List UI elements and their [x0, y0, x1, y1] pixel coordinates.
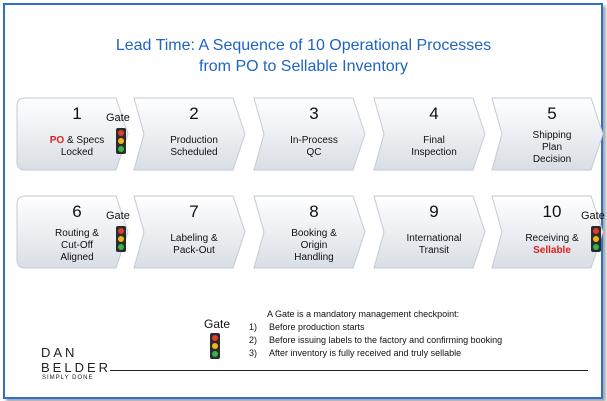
legend-item-2: 2) Before issuing labels to the factory a… — [249, 335, 502, 345]
step-number: 10 — [542, 202, 562, 221]
legend-item-text: Before production starts — [269, 322, 365, 332]
step-number: 8 — [309, 202, 319, 221]
process-step-shape — [133, 97, 246, 171]
legend-item-text: Before issuing labels to the factory and… — [269, 335, 503, 345]
step-number: 1 — [72, 104, 82, 123]
traffic-light-icon — [210, 333, 220, 359]
process-step-shape — [491, 195, 604, 269]
process-step-shape — [16, 195, 129, 269]
process-step-shape — [253, 97, 366, 171]
logo-name-last: BELDER — [41, 360, 112, 375]
legend-gate-label: Gate — [204, 317, 231, 331]
diagram-title-line2: from PO to Sellable Inventory — [199, 58, 408, 75]
legend-item-number: 3) — [249, 348, 258, 358]
highlighted-label: Sellable — [533, 245, 571, 256]
step-number: 6 — [72, 202, 82, 221]
legend-item-text: After inventory is fully received and tr… — [269, 348, 462, 358]
step-label: Receiving &Sellable — [525, 233, 579, 256]
traffic-light-icon — [116, 226, 126, 252]
traffic-light-icon — [591, 226, 601, 252]
step-number: 4 — [429, 104, 439, 123]
gate-label: Gate — [106, 112, 130, 124]
process-step-shape — [16, 97, 129, 171]
legend-item-1: 1) Before production starts — [249, 322, 365, 332]
step-number: 9 — [429, 202, 439, 221]
logo-tagline: SIMPLY DONE — [42, 375, 94, 381]
step-number: 3 — [309, 104, 319, 123]
logo-name-first: DAN — [41, 345, 78, 360]
footer-divider — [110, 370, 588, 371]
legend-item-3: 3) After inventory is fully received and … — [249, 348, 461, 358]
legend-item-number: 1) — [249, 322, 258, 332]
process-step-shape — [373, 195, 486, 269]
step-number: 2 — [189, 104, 199, 123]
process-step-shape — [253, 195, 366, 269]
highlighted-label: PO — [49, 135, 65, 146]
step-number: 7 — [189, 202, 199, 221]
diagram-title-line1: Lead Time: A Sequence of 10 Operational … — [115, 37, 492, 54]
legend-item-number: 2) — [249, 335, 258, 345]
traffic-light-icon — [116, 128, 126, 154]
gate-label: Gate — [581, 210, 605, 222]
step-number: 5 — [547, 104, 557, 123]
gate-label: Gate — [106, 210, 130, 222]
legend-title: A Gate is a mandatory management checkpo… — [267, 309, 460, 319]
process-step-shape — [491, 97, 604, 171]
process-step-shape — [133, 195, 246, 269]
step-label: Labeling &Pack-Out — [170, 233, 218, 256]
process-step-shape — [373, 97, 486, 171]
